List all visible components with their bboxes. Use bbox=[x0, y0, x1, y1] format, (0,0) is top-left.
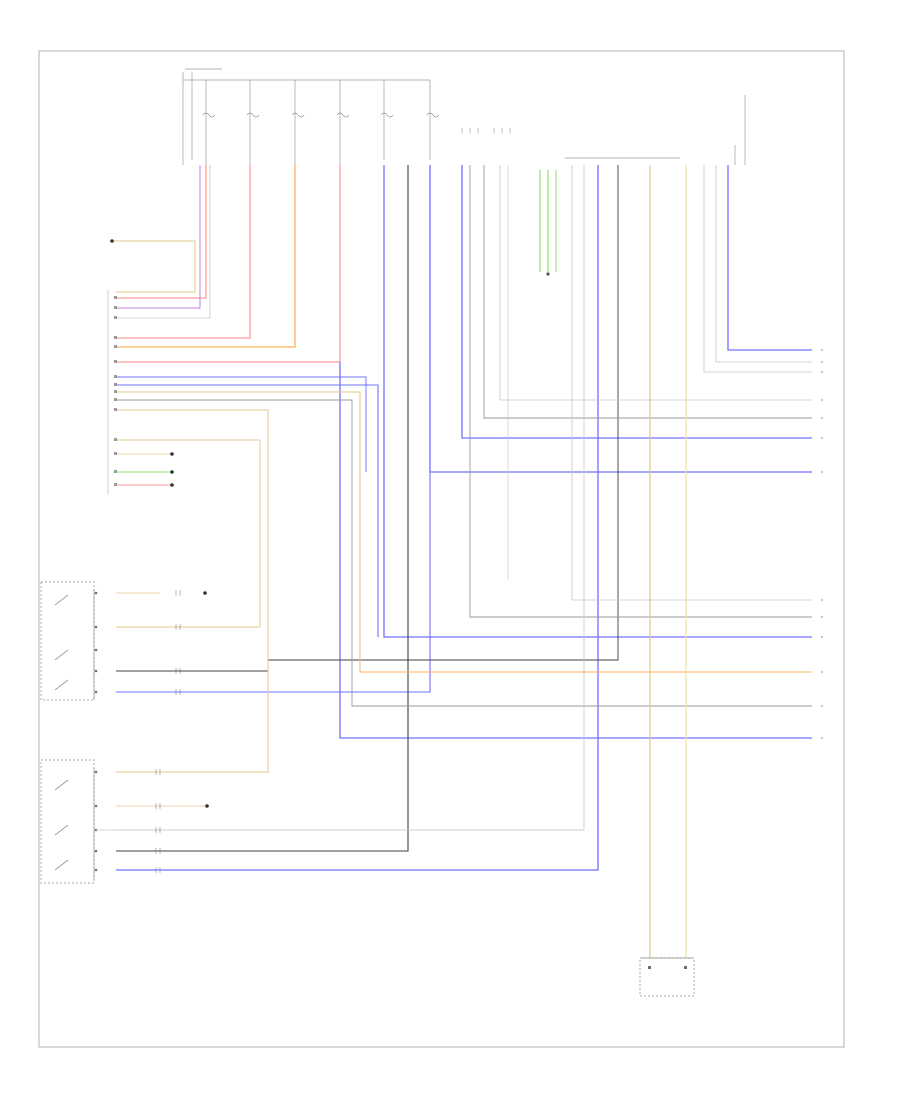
wire-blue-4 bbox=[727, 165, 812, 351]
wire-tan-1 bbox=[116, 409, 269, 773]
wire-blue-2 bbox=[429, 165, 812, 473]
wire-gray-8 bbox=[116, 165, 585, 831]
wire-gray-3 bbox=[571, 165, 812, 601]
wire-purple-1 bbox=[116, 165, 201, 309]
fuse-symbols bbox=[202, 112, 440, 118]
top-right-module bbox=[565, 95, 746, 165]
switch-block-2 bbox=[40, 759, 95, 884]
switch-block-1-pins bbox=[94, 591, 98, 694]
wire-gray-4 bbox=[499, 165, 812, 401]
wire-blue-5 bbox=[116, 165, 599, 871]
wire-orange-1 bbox=[116, 165, 296, 348]
wire-red-2 bbox=[116, 165, 251, 339]
wire-red-3 bbox=[116, 165, 341, 363]
wire-blue-1 bbox=[383, 165, 812, 638]
wire-blue-6 bbox=[339, 362, 812, 739]
wire-gray-2 bbox=[483, 165, 812, 419]
switch-contact-icon bbox=[54, 594, 69, 691]
wire-blue-9 bbox=[116, 376, 367, 472]
switch-block-2-pins bbox=[94, 770, 98, 872]
wire-tan-2 bbox=[116, 391, 812, 673]
wire-gray-1 bbox=[469, 165, 812, 618]
green-splice bbox=[539, 170, 557, 272]
wire-gray-7 bbox=[116, 399, 812, 707]
right-connector-pins bbox=[821, 349, 823, 739]
wire-blue-3 bbox=[461, 165, 812, 439]
bottom-module-pins bbox=[648, 966, 687, 969]
wire-gray-5 bbox=[703, 165, 812, 373]
switch-block-1 bbox=[40, 581, 95, 701]
wire-black-1 bbox=[116, 165, 409, 852]
wire-red-1 bbox=[116, 165, 207, 299]
bottom-module bbox=[639, 957, 695, 997]
wire-tan-3 bbox=[116, 439, 261, 628]
diagram-frame bbox=[38, 50, 845, 1048]
wire-tan-top bbox=[112, 240, 196, 293]
connector-pins-top bbox=[461, 128, 511, 134]
switch-contact-icon-2 bbox=[54, 779, 69, 871]
wire-gray-6 bbox=[715, 165, 812, 363]
left-module-pins bbox=[114, 296, 117, 486]
fuse-block bbox=[182, 68, 431, 165]
inline-connectors bbox=[155, 590, 181, 873]
splice-point bbox=[546, 272, 550, 276]
wire-blue-7 bbox=[116, 384, 379, 637]
wire-gray-fuse bbox=[116, 165, 211, 319]
wire-blue-8 bbox=[116, 472, 431, 693]
ground-terminal-icon bbox=[110, 239, 209, 808]
